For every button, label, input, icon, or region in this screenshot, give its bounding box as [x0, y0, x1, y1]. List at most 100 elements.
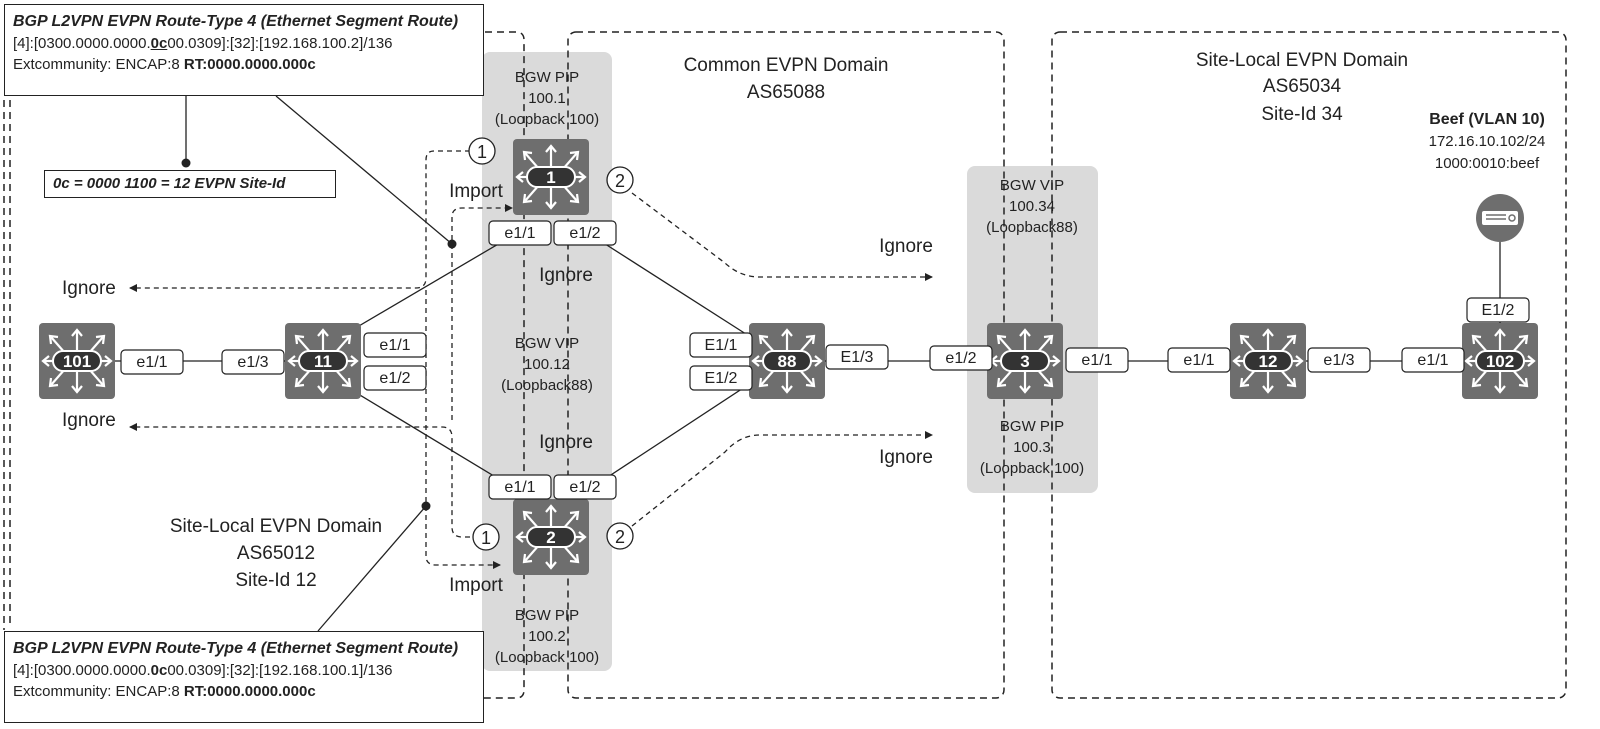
port-p11_e13: e1/3	[221, 349, 285, 375]
ignore-label-bgw-bottom: Ignore	[539, 432, 593, 453]
step-2-top-label: 2	[615, 171, 625, 191]
domain-labels: Common EVPN Domain AS65088 Site-Local EV…	[170, 50, 1408, 591]
port-p1_e11: e1/1	[488, 220, 552, 246]
common-domain-name: Common EVPN Domain	[684, 55, 889, 76]
port-p102_e12: E1/2	[1466, 297, 1530, 323]
note-top-title: BGP L2VPN EVPN Route-Type 4 (Ethernet Se…	[13, 13, 459, 30]
port-label: e1/1	[504, 225, 535, 242]
site-right-site-id: Site-Id 34	[1261, 104, 1343, 125]
port-p2_e11: e1/1	[488, 474, 552, 500]
port-p101_e11: e1/1	[120, 349, 184, 375]
site-right-domain-name: Site-Local EVPN Domain	[1196, 50, 1408, 71]
port-box	[488, 474, 552, 500]
step-1-top-label: 1	[477, 142, 487, 162]
bgw34-vip-ip: 100.34	[1009, 198, 1055, 215]
port-box	[363, 332, 427, 358]
switch-2: 2	[511, 497, 591, 577]
host-mac: 1000:0010:beef	[1435, 155, 1540, 172]
switch-label: 101	[63, 352, 91, 371]
server-icon	[1476, 194, 1524, 242]
site-left-domain-as: AS65012	[237, 543, 315, 564]
ignore-label-left-bottom: Ignore	[62, 410, 116, 431]
note-top-nlri-post: 00.0309]:[32]:[192.168.100.2]/136	[167, 35, 393, 52]
bgw2-pip-loopback: (Loopback 100)	[495, 649, 599, 666]
site-right-domain-as: AS65034	[1263, 76, 1342, 97]
note-bottom-nlri-pre: [4]:[0300.0000.0000.	[13, 662, 151, 679]
port-box	[689, 365, 753, 391]
step-1-top: 1	[468, 137, 496, 165]
port-label: E1/2	[705, 370, 738, 387]
switch-label: 102	[1486, 352, 1514, 371]
port-box	[929, 345, 993, 371]
leader-dots	[181, 158, 457, 511]
port-label: e1/1	[504, 479, 535, 496]
port-box	[1307, 347, 1371, 373]
port-label: e1/2	[569, 479, 600, 496]
port-box	[488, 220, 552, 246]
bgw12-vip-loopback: (Loopback88)	[501, 377, 593, 394]
port-label: E1/2	[1482, 302, 1515, 319]
note-bottom-title: BGP L2VPN EVPN Route-Type 4 (Ethernet Se…	[13, 640, 459, 657]
switch-11: 11	[283, 321, 363, 401]
port-label: E1/3	[841, 349, 874, 366]
note-bottom-nlri: [4]:[0300.0000.0000.0c00.0309]:[32]:[192…	[13, 660, 475, 681]
port-box	[1167, 347, 1231, 373]
bgw2-pip-ip: 100.2	[528, 628, 566, 645]
note-bottom-ext-pre: Extcommunity: ENCAP:8	[13, 683, 184, 700]
bgw2-pip-title: BGW PIP	[515, 607, 579, 624]
site-left-domain-name: Site-Local EVPN Domain	[170, 516, 382, 537]
port-box	[363, 365, 427, 391]
route-type4-note-top: BGP L2VPN EVPN Route-Type 4 (Ethernet Se…	[4, 4, 484, 96]
port-label: E1/1	[705, 337, 738, 354]
port-label: e1/2	[569, 225, 600, 242]
switch-label: 12	[1259, 352, 1278, 371]
port-p1_e12: e1/2	[553, 220, 617, 246]
bgw12-vip-ip: 100.12	[524, 356, 570, 373]
port-p12_e11: e1/1	[1167, 347, 1231, 373]
bgw1-pip-loopback: (Loopback 100)	[495, 111, 599, 128]
step-2-bottom-label: 2	[615, 527, 625, 547]
port-p2_e12: e1/2	[553, 474, 617, 500]
note-bottom-ext: Extcommunity: ENCAP:8 RT:0000.0000.000c	[13, 681, 475, 702]
port-label: e1/2	[379, 370, 410, 387]
note-top-nlri-pre: [4]:[0300.0000.0000.	[13, 35, 151, 52]
common-domain-as: AS65088	[747, 82, 825, 103]
host-beef: Beef (VLAN 10) 172.16.10.102/24 1000:001…	[1429, 111, 1546, 242]
port-p11_e12: e1/2	[363, 365, 427, 391]
ignore-label-left-top: Ignore	[62, 278, 116, 299]
note-top-ext: Extcommunity: ENCAP:8 RT:0000.0000.000c	[13, 54, 475, 75]
host-ip: 172.16.10.102/24	[1429, 133, 1546, 150]
switch-label: 88	[778, 352, 797, 371]
ignore-label-right-bottom: Ignore	[879, 447, 933, 468]
bgw12-vip-title: BGW VIP	[515, 335, 579, 352]
switch-3: 3	[985, 321, 1065, 401]
port-box	[1401, 347, 1465, 373]
port-p88_e13: E1/3	[825, 344, 889, 370]
ignore-label-bgw-top: Ignore	[539, 265, 593, 286]
flow-arrows	[129, 150, 933, 569]
step-1-bottom-label: 1	[481, 528, 491, 548]
port-label: e1/1	[1183, 352, 1214, 369]
switch-101: 101	[37, 321, 117, 401]
port-label: e1/1	[379, 337, 410, 354]
port-p3_e12: e1/2	[929, 345, 993, 371]
port-label: e1/3	[237, 354, 268, 371]
step-circles: 1 1 2 2	[468, 137, 634, 551]
note-bottom-ext-rt: RT:0000.0000.000c	[183, 683, 316, 700]
switch-1: 1	[511, 137, 591, 217]
ignore-label-right-top: Ignore	[879, 236, 933, 257]
bgw1-pip-ip: 100.1	[528, 90, 566, 107]
step-2-bottom: 2	[606, 522, 634, 550]
note-bottom-nlri-highlight: 0c	[150, 662, 168, 679]
port-box	[1466, 297, 1530, 323]
port-p11_e11: e1/1	[363, 332, 427, 358]
port-p12_e13: e1/3	[1307, 347, 1371, 373]
switch-label: 3	[1020, 352, 1029, 371]
site-left-boundary	[3, 31, 525, 699]
bgw1-pip-title: BGW PIP	[515, 69, 579, 86]
note-top-nlri: [4]:[0300.0000.0000.0c00.0309]:[32]:[192…	[13, 33, 475, 54]
note-top-ext-rt: RT:0000.0000.000c	[183, 56, 316, 73]
